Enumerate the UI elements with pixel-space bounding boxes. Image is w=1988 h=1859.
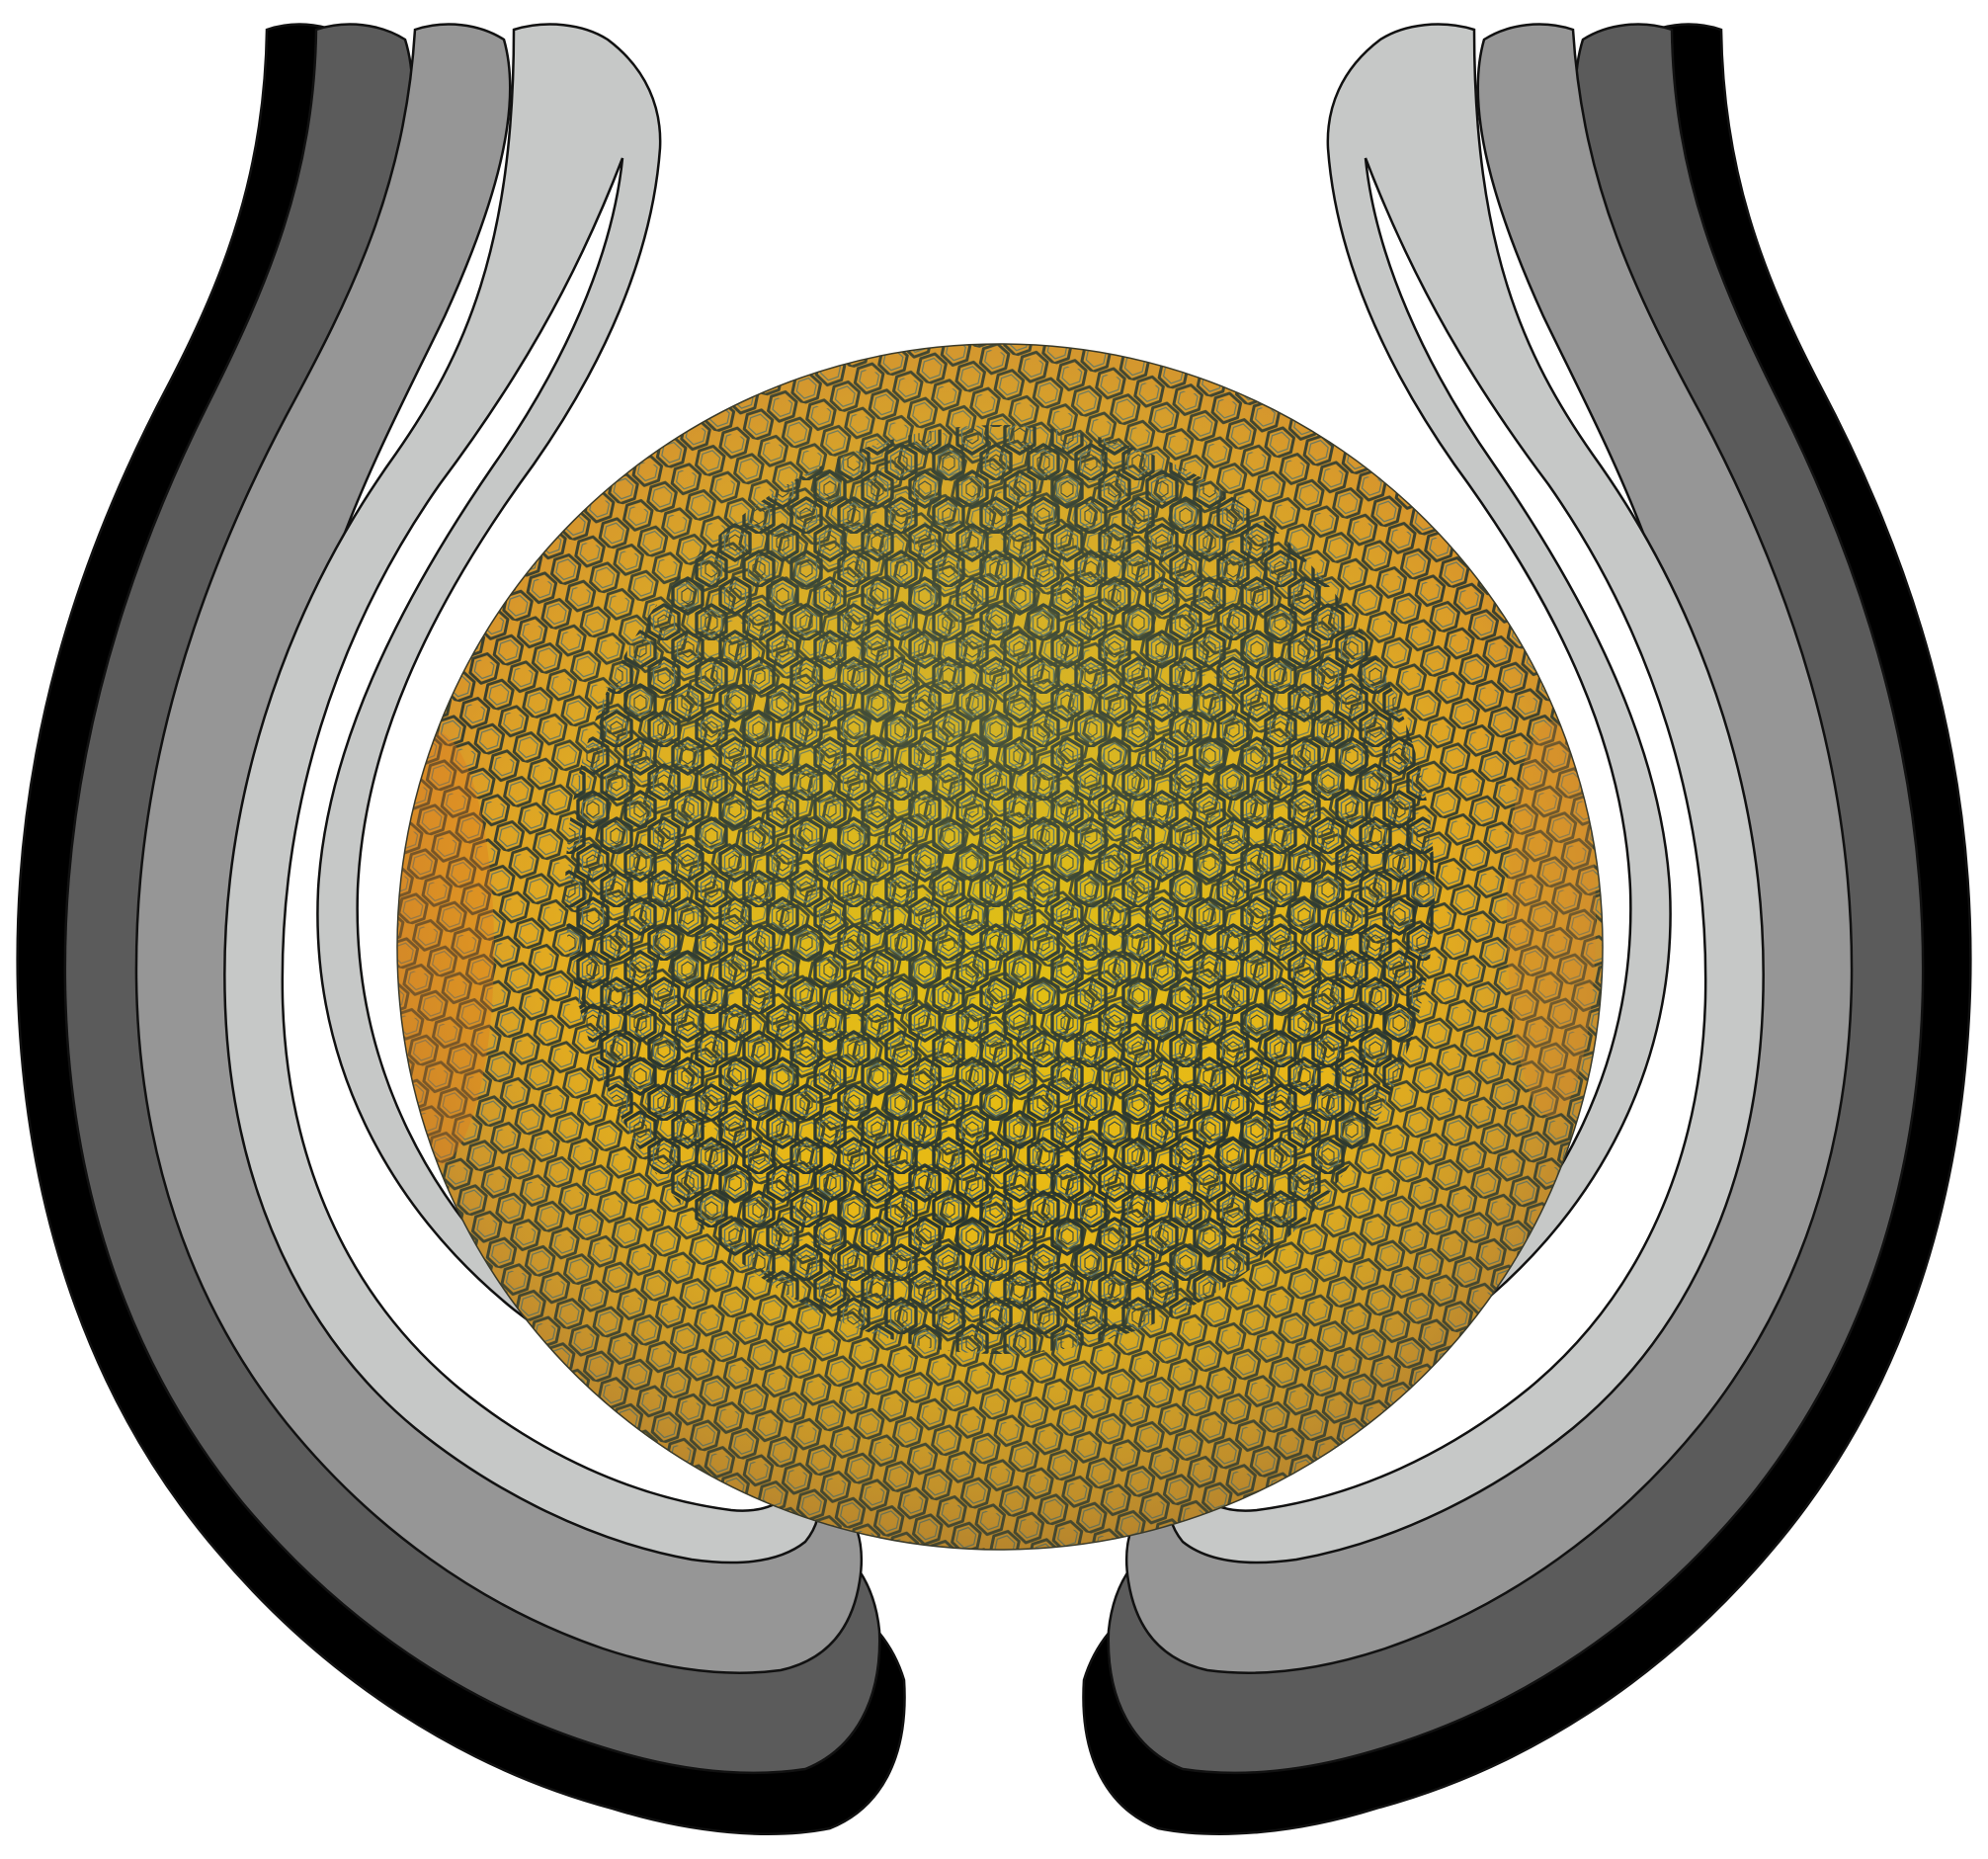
sphere-tint bbox=[397, 344, 1603, 1550]
